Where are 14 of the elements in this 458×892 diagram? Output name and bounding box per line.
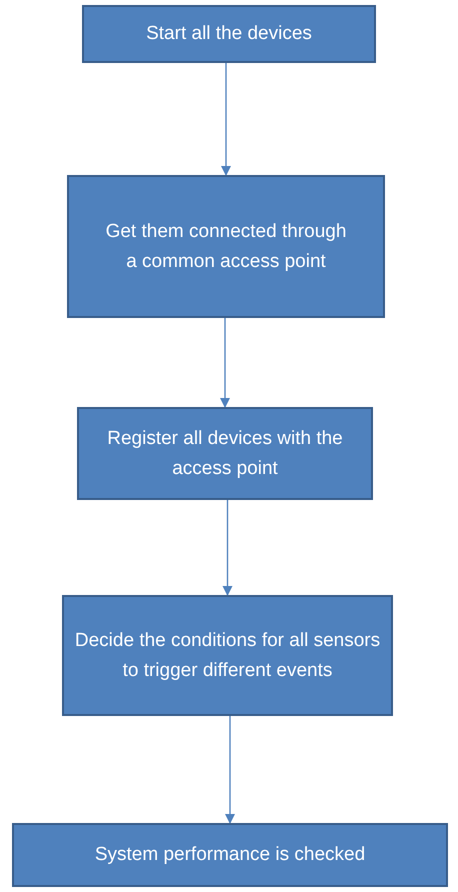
arrow: [221, 63, 231, 176]
process-box: [82, 5, 376, 63]
process-box: [77, 407, 373, 500]
process-box: [12, 823, 448, 887]
step-text: Register all devices with the access point: [106, 427, 344, 480]
step-text: Start all the devices: [146, 22, 312, 46]
arrow: [225, 716, 235, 824]
step-text: Decide the conditions for all sensors to trigger different events: [74, 629, 382, 682]
arrow: [222, 500, 232, 596]
step-text: Get them connected through a common access point: [104, 220, 348, 274]
process-box: [67, 175, 385, 318]
step-text: System performance is checked: [94, 843, 366, 868]
arrow: [220, 318, 230, 408]
process-box: [62, 595, 393, 716]
